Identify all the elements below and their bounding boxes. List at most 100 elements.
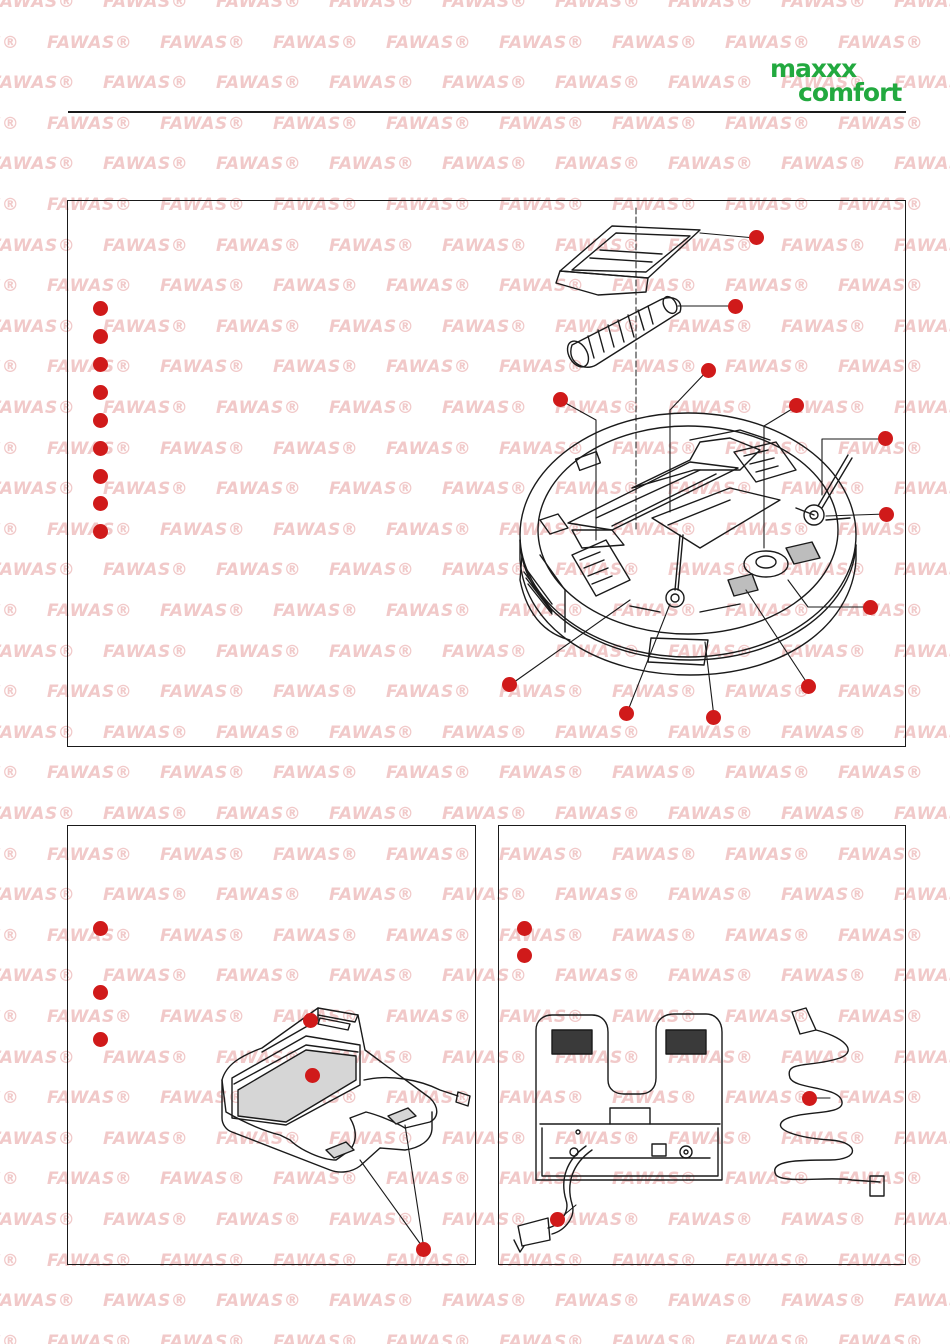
watermark-text: FAWAS® [216, 0, 302, 12]
watermark-text: FAWAS® [216, 966, 302, 987]
marker-battery-cover [706, 710, 721, 725]
watermark-text: FAWAS® [0, 0, 76, 12]
watermark-text: FAWAS® [894, 73, 950, 94]
watermark-text: FAWAS® [47, 844, 133, 865]
watermark-text: FAWAS® [0, 479, 76, 500]
watermark-text: FAWAS® [103, 560, 189, 581]
watermark-text: FAWAS® [329, 235, 415, 256]
watermark-text: FAWAS® [781, 0, 867, 12]
watermark-text: FAWAS® [329, 316, 415, 337]
legend-marker-6 [93, 441, 108, 456]
watermark-text: FAWAS® [103, 1128, 189, 1149]
watermark-text: FAWAS® [47, 1331, 133, 1344]
watermark-text: FAWAS® [612, 519, 698, 540]
marker-drive-wheel-left [553, 392, 568, 407]
watermark-text: FAWAS® [0, 73, 76, 94]
watermark-text: FAWAS® [216, 316, 302, 337]
watermark-text: FAWAS® [894, 398, 950, 418]
watermark-text: FAWAS® [273, 601, 359, 621]
watermark-text: FAWAS® [442, 316, 528, 337]
watermark-text: FAWAS® [894, 235, 950, 256]
watermark-text: FAWAS® [329, 560, 415, 581]
watermark-text: FAWAS® [329, 804, 415, 824]
watermark-text: FAWAS® [47, 1007, 133, 1027]
watermark-text: FAWAS® [725, 113, 811, 134]
watermark-text: FAWAS® [442, 1291, 528, 1312]
watermark-text: FAWAS® [555, 1210, 641, 1230]
watermark-text: FAWAS® [725, 682, 811, 703]
watermark-text: FAWAS® [668, 966, 754, 987]
watermark-text: FAWAS® [612, 357, 698, 378]
watermark-text: FAWAS® [781, 804, 867, 824]
watermark-text: FAWAS® [329, 641, 415, 662]
watermark-text: FAWAS® [216, 885, 302, 906]
watermark-text: FAWAS® [216, 479, 302, 500]
watermark-text: FAWAS® [386, 32, 472, 53]
watermark-text: FAWAS® [0, 641, 76, 662]
watermark-text: FAWAS® [216, 560, 302, 581]
marker-brush-cover [749, 230, 764, 245]
watermark-text: FAWAS® [47, 113, 133, 134]
watermark-text: FAWAS® [386, 925, 472, 946]
watermark-text: FAWAS® [555, 73, 641, 94]
legend-marker-2 [93, 329, 108, 344]
watermark-text: FAWAS® [668, 0, 754, 12]
watermark-text: FAWAS® [555, 722, 641, 743]
watermark-text: FAWAS® [273, 113, 359, 134]
watermark-text: FAWAS® [612, 32, 698, 53]
watermark-text: FAWAS® [838, 519, 924, 540]
watermark-text: FAWAS® [781, 235, 867, 256]
watermark-text: FAWAS® [894, 154, 950, 175]
watermark-text: FAWAS® [0, 398, 76, 418]
watermark-text: FAWAS® [0, 1291, 76, 1312]
watermark-text: FAWAS® [160, 844, 246, 865]
watermark-text: FAWAS® [47, 925, 133, 946]
watermark-text: FAWAS® [499, 1250, 585, 1271]
watermark-text: FAWAS® [781, 1291, 867, 1312]
callout-lines-panel-2 [359, 1124, 425, 1250]
watermark-text: FAWAS® [216, 73, 302, 94]
watermark-text: FAWAS® [499, 357, 585, 378]
robot-underside-drawing [519, 412, 857, 676]
marker-dock-contacts [416, 1242, 431, 1257]
watermark-text: FAWAS® [725, 763, 811, 784]
watermark-text: FAWAS® [894, 316, 950, 337]
callout-lines-panel-3 [557, 1097, 831, 1221]
brand-logo-line1: maxxx [770, 54, 857, 83]
watermark-text: FAWAS® [0, 722, 76, 743]
watermark-text: FAWAS® [555, 885, 641, 906]
watermark-text: FAWAS® [725, 601, 811, 621]
watermark-text: FAWAS® [668, 479, 754, 500]
watermark-text: FAWAS® [0, 682, 20, 703]
watermark-text: FAWAS® [386, 519, 472, 540]
marker-adapter-cable [802, 1091, 817, 1106]
watermark-text: FAWAS® [555, 560, 641, 581]
marker-drop-sensor [801, 679, 816, 694]
watermark-text: FAWAS® [103, 885, 189, 906]
watermark-text: FAWAS® [668, 1291, 754, 1312]
marker-front-wheel [863, 600, 878, 615]
watermark-text: FAWAS® [0, 925, 20, 946]
watermark-text: FAWAS® [386, 682, 472, 703]
watermark-text: FAWAS® [329, 479, 415, 500]
watermark-text: FAWAS® [0, 1169, 20, 1190]
watermark-text: FAWAS® [0, 113, 20, 134]
watermark-text: FAWAS® [0, 1331, 20, 1344]
watermark-text: FAWAS® [725, 32, 811, 53]
marker-dock-power-plug [550, 1212, 565, 1227]
legend-marker-1 [93, 301, 108, 316]
watermark-text: FAWAS® [0, 844, 20, 865]
watermark-text: FAWAS® [160, 357, 246, 378]
watermark-text: FAWAS® [0, 235, 76, 256]
watermark-text: FAWAS® [216, 154, 302, 175]
watermark-text: FAWAS® [499, 113, 585, 134]
watermark-text: FAWAS® [781, 154, 867, 175]
watermark-text: FAWAS® [612, 438, 698, 459]
watermark-text: FAWAS® [725, 1169, 811, 1190]
watermark-text: FAWAS® [612, 844, 698, 865]
watermark-text: FAWAS® [160, 1007, 246, 1027]
watermark-text: FAWAS® [47, 1169, 133, 1190]
watermark-text: FAWAS® [216, 641, 302, 662]
